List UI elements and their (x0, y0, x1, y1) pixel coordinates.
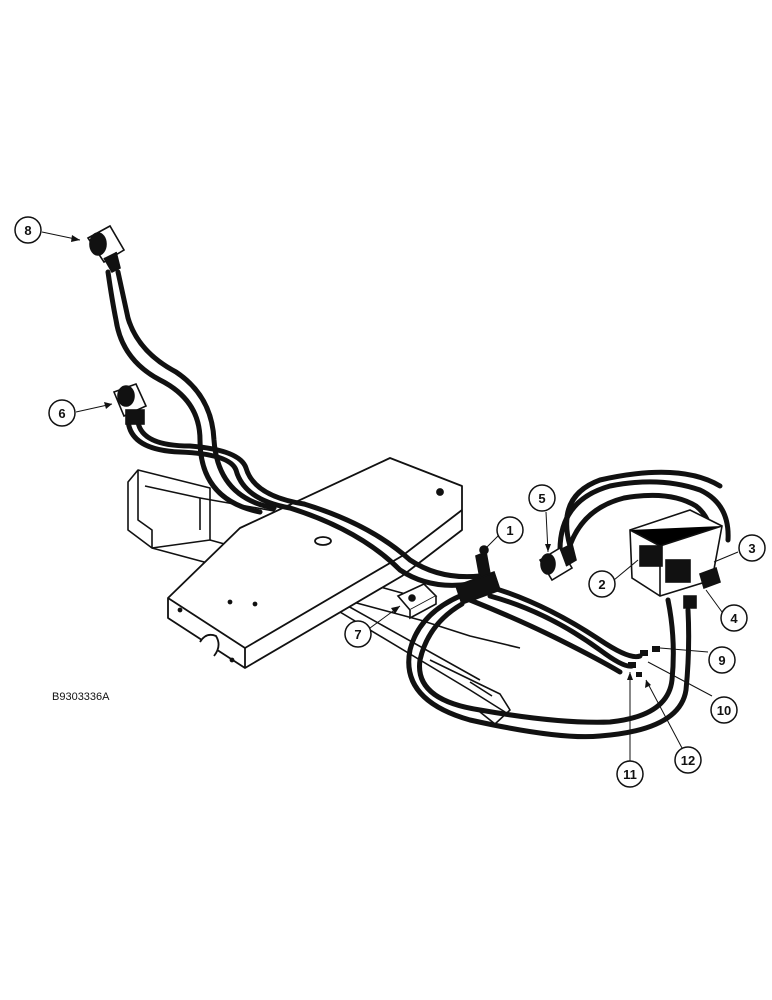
hose-line (564, 469, 723, 549)
hose-line (487, 593, 635, 669)
callout-5: 5 (528, 484, 556, 512)
callout-4: 4 (720, 604, 748, 632)
callout-label: 10 (717, 703, 731, 718)
callout-label: 3 (748, 541, 755, 556)
callout-label: 7 (354, 627, 361, 642)
callout-label: 2 (598, 577, 605, 592)
component-5-motor (538, 542, 577, 582)
callout-10: 10 (710, 696, 738, 724)
hose-group (105, 269, 731, 740)
hose-fittings (628, 646, 660, 677)
component-7-valve (396, 545, 502, 620)
callout-label: 11 (623, 767, 637, 782)
callout-9: 9 (708, 646, 736, 674)
callout-8: 8 (14, 216, 42, 244)
callout-label: 8 (24, 223, 31, 238)
component-8-motor (86, 224, 126, 274)
hose-line (135, 419, 307, 507)
axle-housing (167, 457, 463, 669)
callout-label: 1 (506, 523, 513, 538)
callout-2: 2 (588, 570, 616, 598)
hose-line (477, 581, 643, 660)
hose-line (287, 505, 473, 588)
callout-11: 11 (616, 760, 644, 788)
leader-arrowheads (71, 235, 651, 688)
callout-1: 1 (496, 516, 524, 544)
callout-6: 6 (48, 399, 76, 427)
hose-line (105, 269, 263, 515)
hose-line (301, 501, 483, 580)
hose-line (406, 589, 692, 740)
callout-label: 4 (730, 611, 738, 626)
hose-line (125, 417, 293, 511)
figure-id: B9303336A (52, 691, 110, 703)
component-6-motor (112, 382, 148, 425)
component-2-3-4-valve-block (629, 509, 723, 609)
callout-label: 5 (538, 491, 545, 506)
hose-line (115, 269, 277, 511)
callout-7: 7 (344, 620, 372, 648)
hose-line (417, 597, 676, 725)
callout-3: 3 (738, 534, 766, 562)
hose-line (557, 479, 731, 553)
callout-label: 12 (681, 753, 695, 768)
callout-12: 12 (674, 746, 702, 774)
hose-line (467, 597, 623, 675)
callout-label: 9 (718, 653, 725, 668)
callout-label: 6 (58, 406, 65, 421)
